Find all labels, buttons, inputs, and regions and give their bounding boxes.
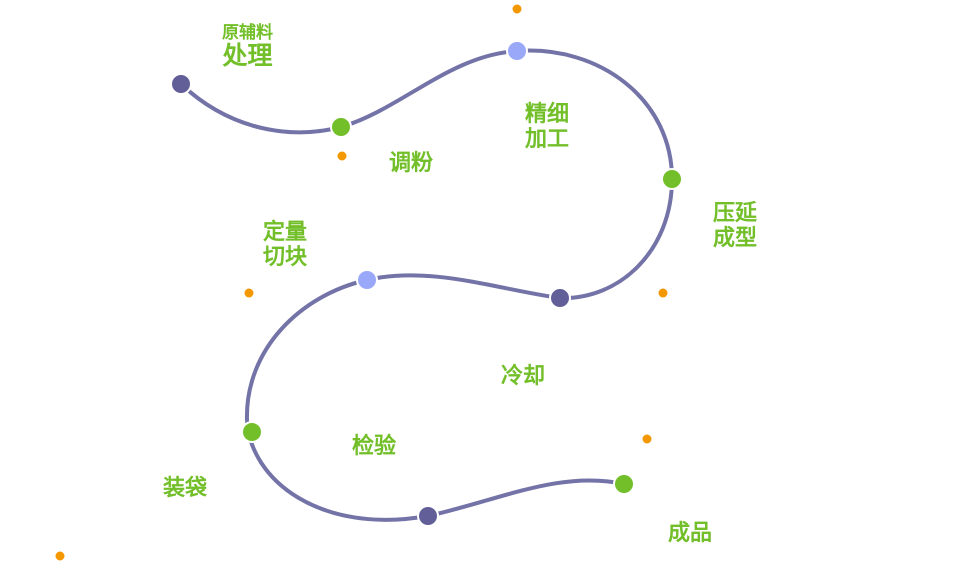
- step-node: [613, 473, 635, 495]
- step-label-raw-material: 原辅料 处理: [222, 24, 273, 70]
- decor-dot: [512, 4, 522, 14]
- step-label-line: 成品: [668, 521, 713, 546]
- step-label-line: 检验: [352, 434, 397, 459]
- step-label-line: 成型: [713, 226, 758, 251]
- step-label-line: 压延: [713, 201, 758, 226]
- step-label-line: 装袋: [163, 476, 208, 501]
- step-label-line: 定量: [263, 220, 308, 245]
- step-label-cooling: 冷却: [501, 364, 545, 389]
- decor-dot: [337, 151, 347, 161]
- flow-path: [179, 48, 675, 522]
- step-label-line: 原辅料: [222, 23, 273, 43]
- step-label-cutting: 定量 切块: [263, 220, 307, 270]
- step-node: [549, 287, 571, 309]
- step-label-line: 切块: [263, 245, 308, 270]
- decor-dot: [244, 288, 254, 298]
- step-node: [417, 505, 439, 527]
- step-node: [241, 421, 263, 443]
- step-label-inspection: 检验: [352, 434, 396, 459]
- step-node: [661, 168, 683, 190]
- step-node: [506, 40, 528, 62]
- step-label-line: 调粉: [389, 151, 434, 176]
- step-label-line: 冷却: [501, 364, 546, 389]
- step-label-mixing: 调粉: [389, 151, 433, 176]
- decor-dot: [55, 551, 65, 561]
- step-node: [330, 116, 352, 138]
- step-label-product: 成品: [668, 521, 712, 546]
- step-label-rolling: 压延 成型: [713, 201, 757, 251]
- step-label-line: 加工: [525, 127, 570, 152]
- step-node: [170, 73, 192, 95]
- step-node: [356, 269, 378, 291]
- decor-dot: [642, 434, 652, 444]
- step-label-refining: 精细 加工: [525, 102, 569, 152]
- decor-dot: [658, 288, 668, 298]
- step-label-line: 精细: [525, 102, 570, 127]
- step-label-line: 处理: [222, 41, 273, 70]
- step-label-bagging: 装袋: [163, 476, 207, 501]
